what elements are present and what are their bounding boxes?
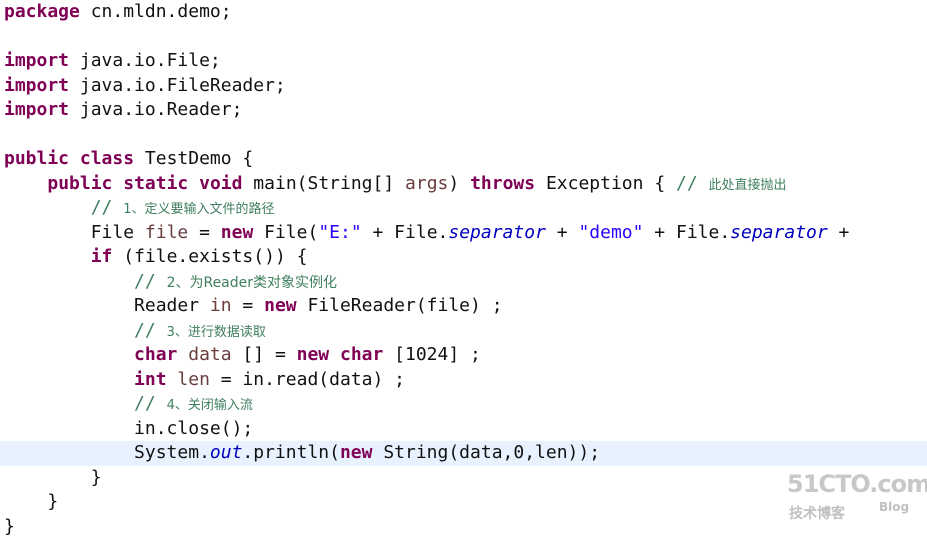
keyword: if: [90, 246, 113, 267]
keyword: import: [4, 74, 70, 96]
keyword: throws: [470, 172, 536, 194]
keyword: char: [329, 344, 384, 365]
code-text: +: [545, 221, 579, 243]
keyword: public: [47, 172, 113, 194]
code-line-10: File file = new File("E:" + File.separat…: [0, 221, 927, 246]
code-text: TestDemo {: [134, 148, 254, 169]
static-field: out: [209, 442, 243, 463]
code-line-1: package cn.mldn.demo;: [0, 0, 927, 25]
code-line-2: [0, 25, 927, 50]
string-literal: "E:": [318, 221, 362, 243]
code-line-14: // 3、进行数据读取: [0, 319, 927, 344]
code-text: in.close();: [134, 417, 254, 439]
keyword: char: [134, 344, 178, 365]
code-text: =: [188, 221, 221, 243]
code-text: =: [231, 295, 265, 316]
variable: in: [209, 295, 232, 316]
code-line-7: public class TestDemo {: [0, 147, 927, 172]
keyword: new: [339, 442, 373, 463]
code-text: = in.read(data) ;: [209, 368, 405, 390]
code-line-11: if (file.exists()) {: [0, 245, 927, 270]
variable: data: [177, 344, 232, 365]
code-text: File: [90, 221, 145, 243]
code-line-9: // 1、定义要输入文件的路径: [0, 196, 927, 221]
code-text: + File.: [643, 221, 731, 243]
code-text: java.io.FileReader;: [69, 74, 286, 96]
static-field: separator: [730, 221, 828, 243]
code-line-19-current: System.out.println(new String(data,0,len…: [0, 441, 927, 466]
keyword: int: [134, 368, 167, 390]
code-text: Exception {: [535, 172, 676, 194]
parameter: args: [405, 172, 449, 194]
comment-text: 此处直接抛出: [708, 177, 787, 193]
keyword: void: [199, 172, 243, 194]
code-line-13: Reader in = new FileReader(file) ;: [0, 294, 927, 319]
comment: //: [134, 270, 167, 292]
code-text: java.io.Reader;: [69, 99, 243, 120]
code-text: (file.exists()) {: [112, 246, 308, 267]
keyword: new: [296, 344, 330, 365]
keyword: class: [79, 148, 135, 169]
code-line-18: in.close();: [0, 417, 927, 442]
code-line-3: import java.io.File;: [0, 49, 927, 74]
code-text: }: [4, 515, 15, 537]
code-line-15: char data [] = new char [1024] ;: [0, 343, 927, 368]
code-line-5: import java.io.Reader;: [0, 98, 927, 123]
code-line-16: int len = in.read(data) ;: [0, 368, 927, 393]
code-text: File(: [253, 221, 319, 243]
code-text: cn.mldn.demo;: [79, 1, 232, 22]
variable: len: [166, 368, 210, 390]
code-text: System.: [134, 442, 210, 463]
code-text: Reader: [134, 295, 210, 316]
code-line-17: // 4、关闭输入流: [0, 392, 927, 417]
comment-text: 3、进行数据读取: [166, 324, 266, 340]
code-text: [1024] ;: [383, 344, 481, 365]
code-text: java.io.File;: [69, 50, 221, 71]
code-text: [] =: [231, 344, 297, 365]
code-line-21: }: [0, 490, 927, 515]
keyword: import: [4, 99, 70, 120]
keyword: new: [264, 295, 297, 316]
code-text: + File.: [361, 221, 449, 243]
code-line-4: import java.io.FileReader;: [0, 74, 927, 99]
comment-text: 2、为Reader类对象实例化: [166, 274, 338, 291]
code-text: FileReader(file) ;: [296, 295, 503, 316]
keyword: public: [4, 148, 70, 169]
code-text: String(data,0,len));: [372, 442, 601, 463]
static-field: separator: [448, 221, 546, 243]
code-text: }: [90, 466, 102, 488]
comment: //: [676, 172, 709, 194]
comment: //: [90, 197, 124, 218]
comment: //: [134, 319, 167, 341]
code-line-22: }: [0, 515, 927, 538]
code-text: +: [827, 221, 850, 243]
code-line-12: // 2、为Reader类对象实例化: [0, 270, 927, 295]
comment-text: 4、关闭输入流: [166, 398, 253, 413]
keyword: import: [4, 50, 70, 71]
code-text: }: [47, 491, 59, 512]
code-text: main(String[]: [242, 172, 406, 194]
comment-text: 1、定义要输入文件的路径: [123, 202, 275, 217]
code-text: .println(: [242, 442, 340, 463]
code-line-6: [0, 123, 927, 148]
string-literal: "demo": [578, 221, 644, 243]
code-line-20: }: [0, 466, 927, 491]
keyword: static: [123, 172, 189, 194]
keyword: new: [220, 221, 254, 243]
code-line-8: public static void main(String[] args) t…: [0, 172, 927, 197]
keyword: package: [4, 1, 80, 22]
code-text: ): [448, 172, 471, 194]
comment: //: [134, 393, 167, 414]
variable: file: [144, 221, 189, 243]
